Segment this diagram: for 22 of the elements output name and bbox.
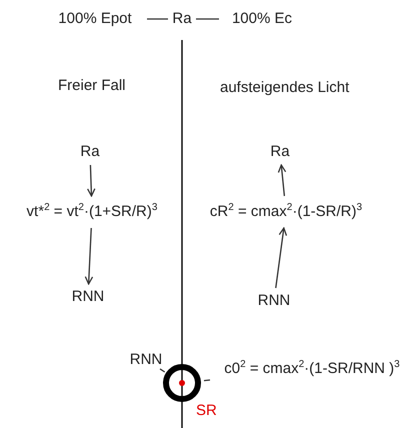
connector-line [147,18,168,20]
arrow [275,227,288,288]
connector-line [196,18,219,20]
arrow [87,164,96,197]
node-label: Ra [270,143,290,161]
node-label: Ra [172,10,192,28]
leader-line [204,379,210,382]
section-heading: Freier Fall [58,77,126,94]
section-heading: aufsteigendes Licht [220,79,350,96]
point-label: SR [196,402,217,419]
energy-label: 100% Ec [232,10,292,28]
node-label: Ra [80,143,100,161]
formula: c0$^{2}$ = cmax$^{2}$·(1-SR/RNN )$^{3}$ [224,360,400,378]
formula: cR$^{2}$ = cmax$^{2}$·(1-SR/R)$^{3}$ [210,203,362,221]
node-label: RNN [72,288,104,306]
leader-line [160,368,166,373]
formula: vt*$^{2}$ = vt$^{2}$·(1+SR/R)$^{3}$ [26,203,158,221]
arrow [278,164,286,196]
node-label: RNN [258,292,290,310]
node-label: RNN [130,351,162,369]
arrow [84,228,94,285]
energy-label: 100% Epot [58,10,132,28]
